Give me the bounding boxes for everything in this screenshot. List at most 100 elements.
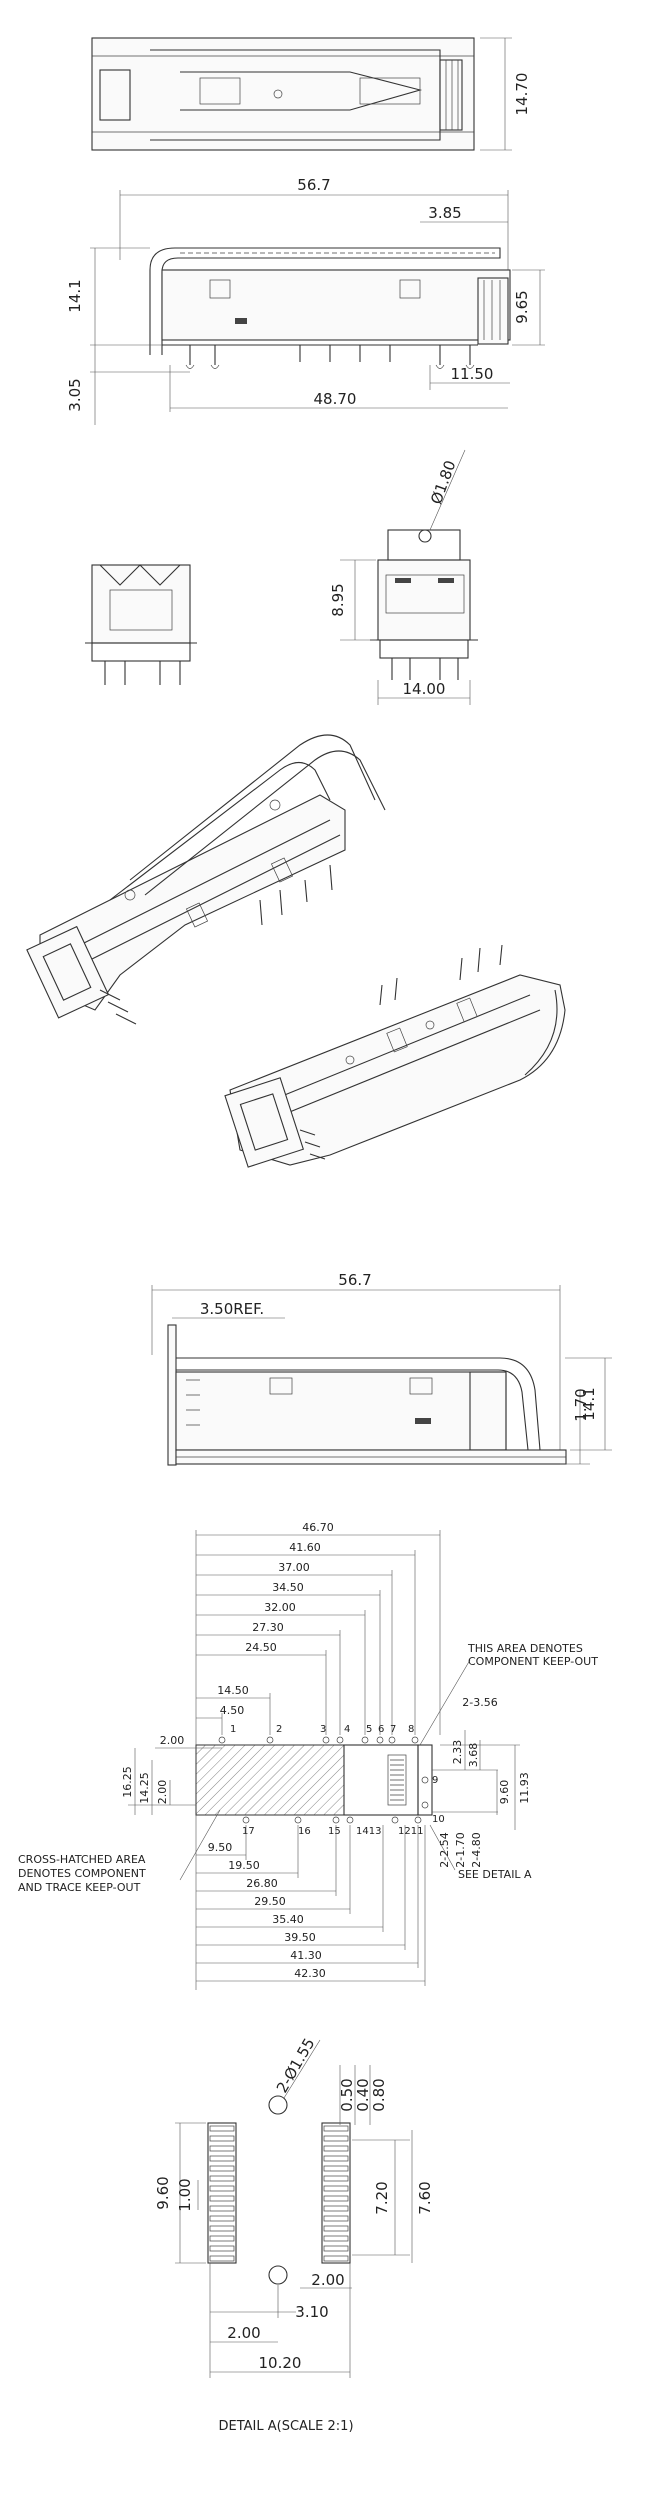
contact-pad (323, 2195, 349, 2202)
pin-17: 17 (242, 1826, 255, 1837)
dim-side-length: 56.7 (297, 176, 330, 194)
dim-side-body-height: 9.65 (513, 290, 531, 323)
dim-pcb-34-50: 34.50 (272, 1581, 304, 1594)
contact-pad (209, 2255, 235, 2262)
dim-detail-hole: 2-Ø1.55 (273, 2035, 319, 2096)
note-cross-hatched-2: DENOTES COMPONENT (18, 1867, 146, 1880)
pin-8: 8 (408, 1724, 414, 1735)
note-see-detail-a: SEE DETAIL A (458, 1868, 532, 1881)
contact-pad (209, 2185, 235, 2192)
dim-detail-2-00-right: 2.00 (311, 2271, 344, 2289)
pad-column-right (321, 2122, 351, 2264)
dim-bezel-length: 56.7 (338, 1271, 371, 1289)
contact-pad (323, 2175, 349, 2182)
dim-side-pin-offset: 11.50 (451, 365, 494, 383)
dim-pcb-41-60: 41.60 (289, 1541, 321, 1554)
dim-detail-7-60: 7.60 (416, 2181, 434, 2214)
detail-caption: DETAIL A(SCALE 2:1) (218, 2419, 353, 2434)
isometric-view-closed (224, 944, 566, 1168)
contact-pad (209, 2145, 235, 2152)
dim-detail-7-20: 7.20 (373, 2181, 391, 2214)
pin-1: 1 (230, 1724, 236, 1735)
contact-pad (323, 2245, 349, 2252)
dim-side-height: 14.1 (66, 279, 84, 312)
bezel-side-view: 56.7 3.50REF. 14.1 1.70 (151, 1271, 612, 1466)
side-view: 56.7 3.85 14.1 3.05 9.65 (66, 176, 545, 425)
contact-pad (323, 2205, 349, 2212)
contact-pad (209, 2135, 235, 2142)
pad-column-left (207, 2122, 237, 2264)
contact-pad (209, 2165, 235, 2172)
dim-bezel-flange: 1.70 (572, 1388, 590, 1421)
pin-16: 16 (298, 1826, 311, 1837)
dim-detail-1-00: 1.00 (176, 2178, 194, 2211)
contact-pad (323, 2235, 349, 2242)
contact-pad (323, 2125, 349, 2132)
pin-3: 3 (320, 1724, 326, 1735)
pin-12-11: 1211 (398, 1826, 423, 1837)
dim-pcb-11-93: 11.93 (518, 1772, 531, 1804)
dim-pcb-26-80: 26.80 (246, 1877, 278, 1890)
dim-pcb-2-33: 2.33 (451, 1740, 464, 1765)
dim-pcb-27-30: 27.30 (252, 1621, 284, 1634)
top-view: 14.70 (91, 37, 531, 151)
note-component-keep-out-1: THIS AREA DENOTES (467, 1642, 583, 1655)
contact-pad (209, 2125, 235, 2132)
pin-2: 2 (276, 1724, 282, 1735)
dim-pcb-42-30: 42.30 (294, 1967, 326, 1980)
dim-side-tab: 3.85 (428, 204, 461, 222)
keep-out-area (195, 1744, 345, 1816)
dim-pcb-2-3-56: 2-3.56 (462, 1696, 497, 1709)
dim-pcb-2-1-70: 2-1.70 (454, 1832, 467, 1867)
note-component-keep-out-2: COMPONENT KEEP-OUT (468, 1655, 598, 1668)
contact-pad (209, 2245, 235, 2252)
dim-pcb-24-50: 24.50 (245, 1641, 277, 1654)
dim-front-width: 14.00 (403, 680, 446, 698)
pcb-holes (218, 1736, 429, 1824)
dim-pcb-2-4-80: 2-4.80 (470, 1832, 483, 1867)
bottom-dims: 9.50 19.50 26.80 29.50 35.40 39.50 41.30… (196, 1825, 426, 1986)
dim-detail-0-40: 0.40 (354, 2078, 372, 2111)
dim-bezel-ref: 3.50REF. (200, 1300, 264, 1318)
pcb-layout: 46.70 41.60 37.00 34.50 32.00 27.30 24.5… (18, 1521, 598, 1990)
dim-pcb-41-30: 41.30 (290, 1949, 322, 1962)
isometric-view-open (26, 734, 386, 1025)
contact-pad (323, 2165, 349, 2172)
dim-detail-2-00-bottom: 2.00 (227, 2324, 260, 2342)
dim-pcb-9-50: 9.50 (208, 1841, 233, 1854)
dim-detail-10-20: 10.20 (259, 2354, 302, 2372)
pin-5: 5 (366, 1724, 372, 1735)
pin-15: 15 (328, 1826, 341, 1837)
contact-pad (209, 2175, 235, 2182)
dim-pcb-left-2-00b: 2.00 (156, 1780, 169, 1805)
front-view: Ø1.80 8.95 14.00 (329, 449, 478, 705)
contact-pad (323, 2225, 349, 2232)
dim-pcb-19-50: 19.50 (228, 1859, 260, 1872)
note-cross-hatched-3: AND TRACE KEEP-OUT (18, 1881, 141, 1894)
pin-4: 4 (344, 1724, 350, 1735)
dim-pcb-4-50: 4.50 (220, 1704, 245, 1717)
end-view-left (85, 564, 197, 685)
dim-detail-9-60: 9.60 (154, 2176, 172, 2209)
dim-detail-0-80: 0.80 (370, 2078, 388, 2111)
dim-front-height: 8.95 (329, 583, 347, 616)
contact-pad (323, 2255, 349, 2262)
dim-detail-0-50: 0.50 (338, 2078, 356, 2111)
dim-pcb-16-25: 16.25 (121, 1766, 134, 1798)
contact-pad (323, 2135, 349, 2142)
pin-7: 7 (390, 1724, 396, 1735)
note-cross-hatched-1: CROSS-HATCHED AREA (18, 1853, 146, 1866)
contact-pad (323, 2215, 349, 2222)
dim-detail-3-10: 3.10 (295, 2303, 328, 2321)
contact-pad (323, 2155, 349, 2162)
dim-side-pin: 3.05 (66, 378, 84, 411)
contact-pad (323, 2145, 349, 2152)
dim-pcb-37-00: 37.00 (278, 1561, 310, 1574)
dim-pcb-14-50: 14.50 (217, 1684, 249, 1697)
contact-pad (323, 2185, 349, 2192)
contact-pad (209, 2225, 235, 2232)
dim-pcb-29-50: 29.50 (254, 1895, 286, 1908)
dim-pcb-9-60: 9.60 (498, 1780, 511, 1805)
pin-9: 9 (432, 1775, 438, 1786)
dim-pcb-32-00: 32.00 (264, 1601, 296, 1614)
